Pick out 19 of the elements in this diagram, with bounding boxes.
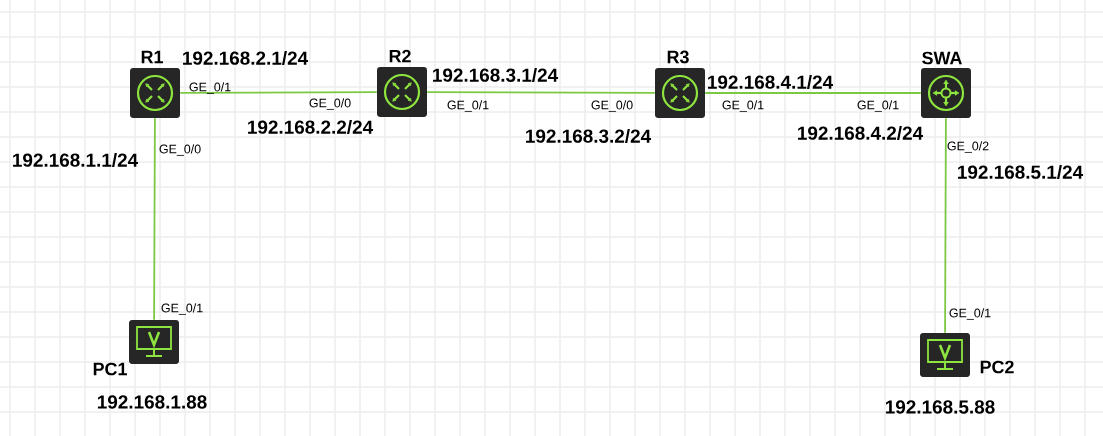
ip-address: 192.168.2.2/24 <box>248 119 374 135</box>
link-line <box>153 117 156 321</box>
port-label: GE_0/1 <box>189 82 231 94</box>
ip-address: 192.168.3.1/24 <box>433 67 559 83</box>
port-label: GE_0/1 <box>722 100 764 112</box>
port-label: GE_0/0 <box>159 144 201 156</box>
ip-address: 192.168.3.2/24 <box>526 128 652 144</box>
port-label: GE_0/1 <box>447 100 489 112</box>
ip-address: 192.168.4.1/24 <box>708 74 834 90</box>
link-line <box>426 91 656 94</box>
link-line <box>944 117 947 334</box>
link-line <box>179 91 378 94</box>
port-label: GE_0/2 <box>947 141 989 153</box>
ip-address: 192.168.5.88 <box>885 400 995 414</box>
ip-address: 192.168.1.88 <box>97 395 207 409</box>
ip-address: 192.168.1.1/24 <box>13 152 139 168</box>
link-line <box>704 92 922 94</box>
ip-address: 192.168.5.1/24 <box>958 164 1084 180</box>
ip-address: 192.168.4.2/24 <box>798 125 924 141</box>
